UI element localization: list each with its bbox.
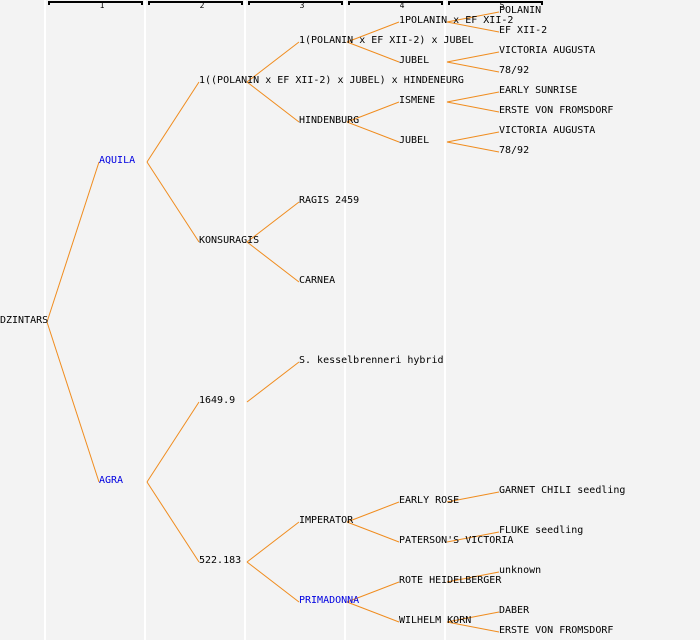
generation-header-1: 1 [99,1,105,10]
pedigree-node: ROTE HEIDELBERGER [399,575,502,586]
generation-bracket-1 [48,1,143,5]
pedigree-node: GARNET CHILI seedling [499,485,626,496]
pedigree-node: CARNEA [299,275,336,286]
connector-line [246,81,300,123]
pedigree-node: EARLY SUNRISE [499,85,578,96]
connector-line [446,51,500,63]
connector-line [46,321,100,483]
pedigree-node: EARLY ROSE [399,495,460,506]
connector-line [446,491,500,503]
pedigree-node: 1POLANIN x EF XII-2 [399,15,514,26]
pedigree-node: KONSURAGIS [199,235,260,246]
connector-line [146,81,200,163]
connector-line [346,501,400,523]
pedigree-node: EF XII-2 [499,25,548,36]
connector-line [446,91,500,103]
pedigree-node: HINDENBURG [299,115,360,126]
connector-line [446,141,500,153]
pedigree-node: PATERSON'S VICTORIA [399,535,514,546]
connector-line [246,241,300,283]
generation-header-3: 3 [299,1,305,10]
connector-line [346,101,400,123]
pedigree-node: POLANIN [499,5,542,16]
connector-line [246,41,300,83]
pedigree-node: JUBEL [399,55,430,66]
connector-line [446,11,500,23]
connector-line [346,21,400,43]
column-separator [244,0,246,640]
connector-line [146,401,200,483]
generation-bracket-2 [148,1,243,5]
connector-line [446,531,500,543]
connector-line [446,61,500,73]
connector-line [146,161,200,243]
pedigree-node: 522.183 [199,555,242,566]
pedigree-node: RAGIS 2459 [299,195,360,206]
connector-line [446,21,500,33]
generation-header-5: 5 [499,1,505,10]
generation-header-4: 4 [399,1,405,10]
pedigree-node: 1649.9 [199,395,236,406]
pedigree-node: 1((POLANIN x EF XII-2) x JUBEL) x HINDEN… [199,75,464,86]
connector-line [346,41,400,63]
connector-line [446,101,500,113]
connector-line [246,361,300,403]
connector-line [246,561,300,603]
connector-line [46,161,100,323]
root-node: DZINTARS [0,315,49,326]
connector-line [346,581,400,603]
pedigree-node: 78/92 [499,65,530,76]
pedigree-node: ISMENE [399,95,436,106]
pedigree-node: FLUKE seedling [499,525,584,536]
column-separator [144,0,146,640]
generation-bracket-3 [248,1,343,5]
pedigree-node: 1(POLANIN x EF XII-2) x JUBEL [299,35,474,46]
generation-bracket-5 [448,1,543,5]
connector-line [146,481,200,563]
column-separator [344,0,346,640]
connector-line [446,621,500,633]
pedigree-node[interactable]: AQUILA [99,155,136,166]
connector-line [446,131,500,143]
connector-line [446,571,500,583]
pedigree-node[interactable]: PRIMADONNA [299,595,360,606]
column-separator [444,0,446,640]
pedigree-node: ERSTE VON FROMSDORF [499,625,614,636]
pedigree-node: IMPERATOR [299,515,354,526]
pedigree-node: VICTORIA AUGUSTA [499,125,596,136]
pedigree-node: unknown [499,565,542,576]
connector-line [246,521,300,563]
generation-header-2: 2 [199,1,205,10]
connector-line [346,601,400,623]
pedigree-node: JUBEL [399,135,430,146]
generation-bracket-4 [348,1,443,5]
connector-line [446,611,500,623]
connector-line [346,521,400,543]
pedigree-node: VICTORIA AUGUSTA [499,45,596,56]
pedigree-node: WILHELM KORN [399,615,472,626]
pedigree-node: 78/92 [499,145,530,156]
connector-line [246,201,300,243]
pedigree-node: ERSTE VON FROMSDORF [499,105,614,116]
column-separator [44,0,46,640]
connector-line [346,121,400,143]
pedigree-node: S. kesselbrenneri hybrid [299,355,444,366]
pedigree-node: DABER [499,605,530,616]
pedigree-node[interactable]: AGRA [99,475,124,486]
